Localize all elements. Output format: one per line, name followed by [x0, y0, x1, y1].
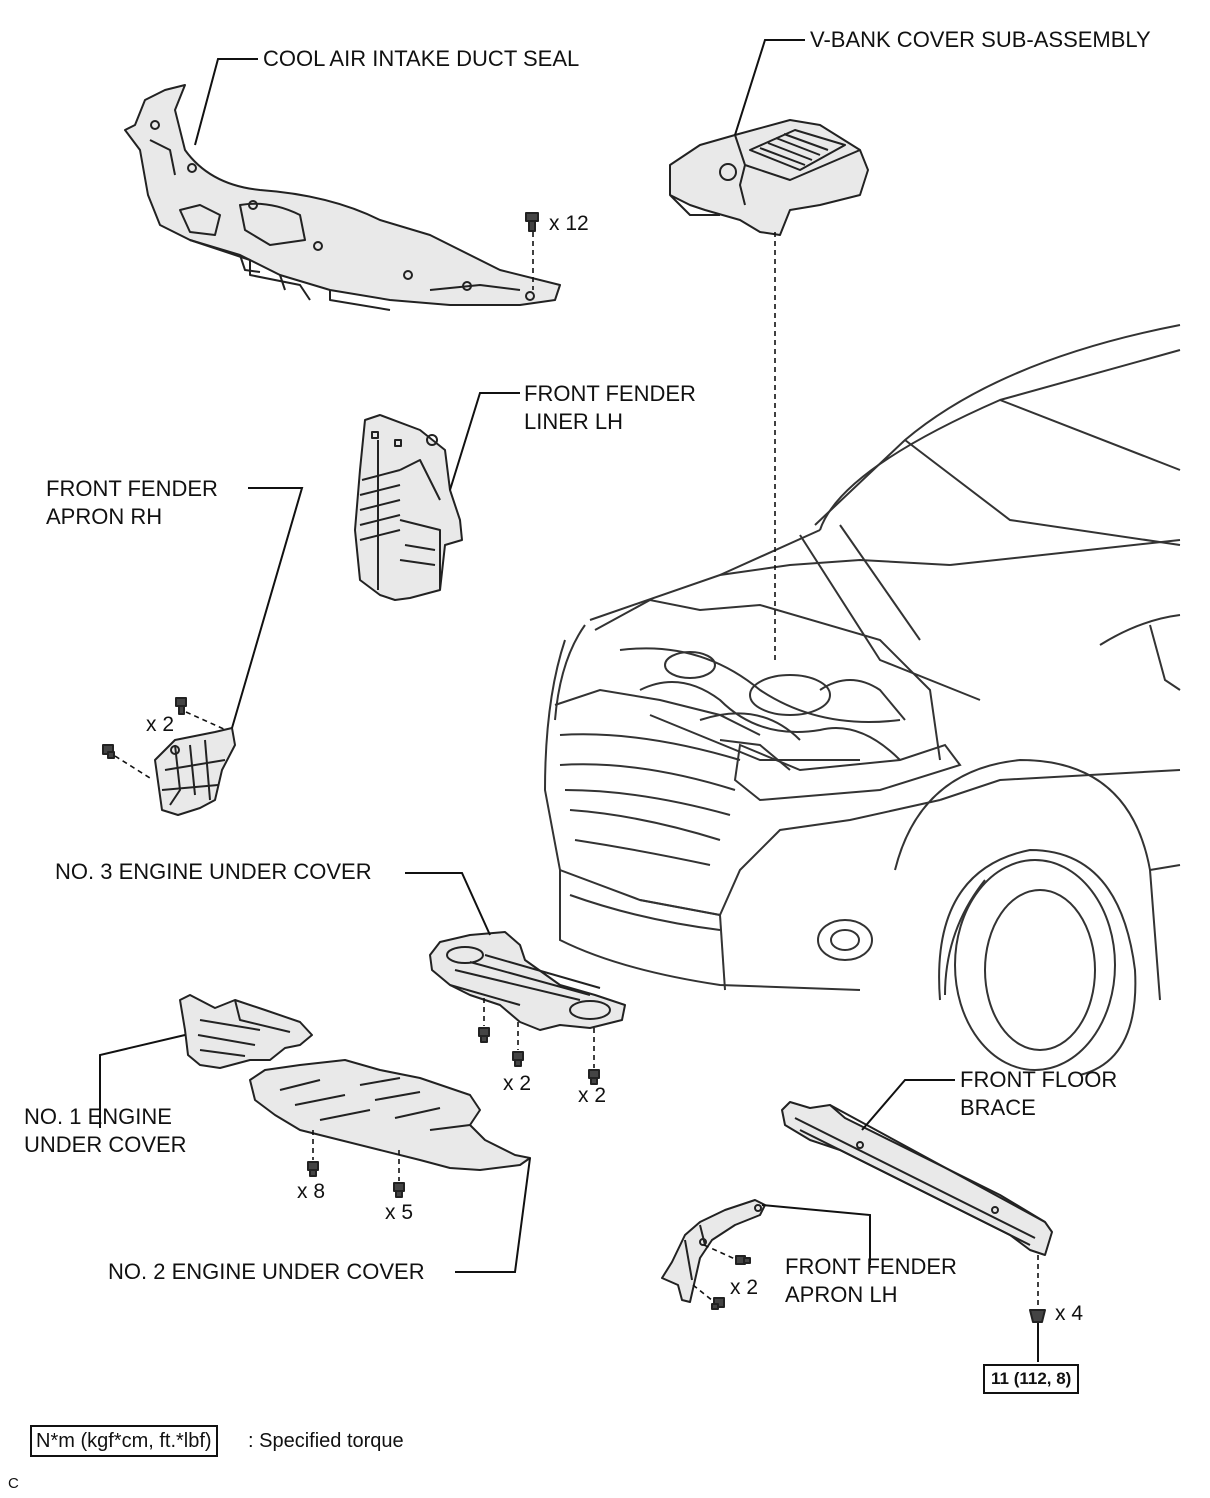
apron-lh-bolt-lower-icon: [711, 1297, 725, 1310]
no2-engine-under-cover-drawing: [249, 1059, 531, 1171]
label-front-fender-liner-lh: FRONT FENDER LINER LH: [524, 381, 696, 434]
figure-code: C: [8, 1475, 19, 1492]
qty-no3-bolts-b: x 2: [578, 1084, 607, 1107]
label-v-bank-cover: V-BANK COVER SUB-ASSEMBLY: [810, 27, 1151, 52]
qty-apron-lh-fasteners: x 2: [730, 1276, 759, 1299]
front-fender-liner-lh-drawing: [354, 414, 463, 601]
legend-unit-box: N*m (kgf*cm, ft.*lbf): [30, 1425, 218, 1457]
no2-bolt-a-icon: [307, 1161, 319, 1177]
no3-engine-under-cover-drawing: [429, 931, 626, 1031]
no1-engine-under-cover-drawing: [179, 994, 313, 1069]
label-front-fender-apron-lh: FRONT FENDER APRON LH: [785, 1254, 957, 1307]
front-fender-apron-lh-drawing: [661, 1199, 766, 1303]
no3-bolt-c-icon: [588, 1069, 600, 1085]
front-floor-brace-drawing: [781, 1101, 1053, 1256]
qty-no2-bolts-b: x 5: [385, 1201, 414, 1224]
brace-nut-icon: [1029, 1309, 1046, 1323]
no3-bolt-b-icon: [512, 1051, 524, 1067]
clip-icon: [525, 212, 539, 232]
cool-air-intake-duct-seal-drawing: [124, 84, 561, 311]
qty-apron-rh-fasteners: x 2: [146, 713, 175, 736]
label-no2-engine-under-cover: NO. 2 ENGINE UNDER COVER: [108, 1259, 425, 1284]
label-no1-engine-under-cover: NO. 1 ENGINE UNDER COVER: [24, 1104, 187, 1157]
label-front-fender-apron-rh: FRONT FENDER APRON RH: [46, 476, 218, 529]
label-cool-air-intake-duct-seal: COOL AIR INTAKE DUCT SEAL: [263, 46, 580, 71]
leader-lines: [99, 39, 1039, 1362]
qty-brace-nuts: x 4: [1055, 1302, 1084, 1325]
qty-no3-bolts-a: x 2: [503, 1072, 532, 1095]
v-bank-cover-drawing: [669, 119, 869, 236]
front-fender-apron-rh-drawing: [154, 727, 236, 816]
label-no3-engine-under-cover: NO. 3 ENGINE UNDER COVER: [55, 859, 372, 884]
qty-no2-bolts-a: x 8: [297, 1180, 326, 1203]
apron-lh-bolt-upper-icon: [735, 1255, 751, 1265]
no3-bolt-a-icon: [478, 1027, 490, 1043]
vehicle-front-outline: [543, 324, 1181, 1076]
legend-description: : Specified torque: [248, 1430, 404, 1452]
no2-bolt-b-icon: [393, 1182, 405, 1198]
apron-rh-bolt-upper-icon: [175, 697, 187, 715]
apron-rh-bolt-lower-icon: [102, 744, 115, 759]
label-front-floor-brace: FRONT FLOOR BRACE: [960, 1067, 1118, 1120]
torque-spec-box: 11 (112, 8): [983, 1364, 1080, 1394]
qty-duct-seal-clips: x 12: [549, 212, 589, 235]
